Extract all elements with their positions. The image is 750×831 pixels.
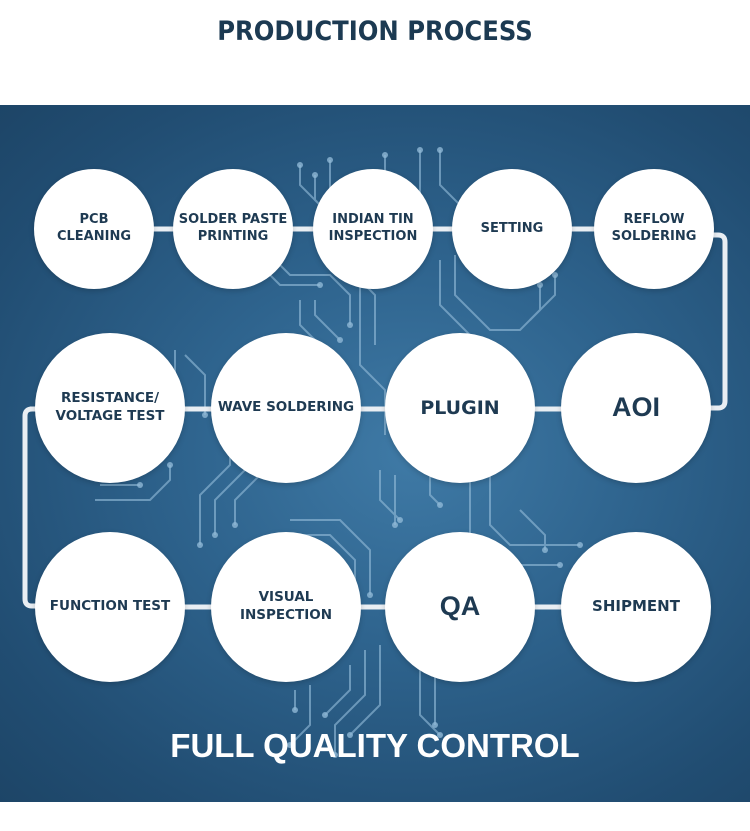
step-label: SHIPMENT <box>592 597 680 616</box>
step-shipment: SHIPMENT <box>561 532 711 682</box>
step-reflow-soldering: REFLOW SOLDERING <box>594 169 714 289</box>
process-panel: PCB CLEANING SOLDER PASTE PRINTING INDIA… <box>0 105 750 802</box>
step-indian-tin-inspection: INDIAN TIN INSPECTION <box>313 169 433 289</box>
step-label: RESISTANCE/ VOLTAGE TEST <box>55 390 165 424</box>
page-title: PRODUCTION PROCESS <box>217 16 533 47</box>
step-visual-inspection: VISUAL INSPECTION <box>211 532 361 682</box>
step-label: REFLOW SOLDERING <box>611 212 697 244</box>
step-solder-paste-printing: SOLDER PASTE PRINTING <box>173 169 293 289</box>
footer-title: FULL QUALITY CONTROL <box>170 727 580 764</box>
step-label: WAVE SOLDERING <box>217 399 355 416</box>
step-aoi: AOI <box>561 333 711 483</box>
step-resistance-voltage-test: RESISTANCE/ VOLTAGE TEST <box>35 333 185 483</box>
step-label: AOI <box>611 392 660 423</box>
step-label: QA <box>439 591 481 622</box>
step-wave-soldering: WAVE SOLDERING <box>211 333 361 483</box>
step-label: PCB CLEANING <box>56 212 132 244</box>
step-plugin: PLUGIN <box>385 333 535 483</box>
step-function-test: FUNCTION TEST <box>35 532 185 682</box>
step-label: PLUGIN <box>420 396 500 419</box>
step-label: SOLDER PASTE PRINTING <box>178 212 288 244</box>
step-qa: QA <box>385 532 535 682</box>
step-pcb-cleaning: PCB CLEANING <box>34 169 154 289</box>
step-label: INDIAN TIN INSPECTION <box>328 212 418 244</box>
step-label: SETTING <box>480 220 544 236</box>
step-label: FUNCTION TEST <box>49 598 171 615</box>
step-setting: SETTING <box>452 169 572 289</box>
step-label: VISUAL INSPECTION <box>239 589 333 623</box>
